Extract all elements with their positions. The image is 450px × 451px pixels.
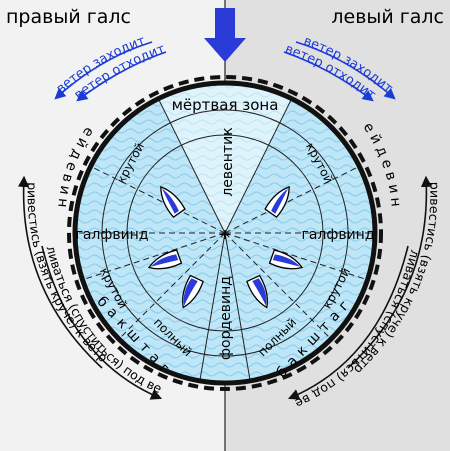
beam-reach-label-right: галфвинд: [301, 227, 374, 243]
running-boundary-right: [224, 232, 251, 381]
back-arrow-left: [76, 51, 167, 102]
center-mark: +: [219, 227, 231, 243]
boat-broad-reach-left: [147, 249, 183, 270]
boat-full-right: [246, 274, 268, 309]
sailing-disc: +: [67, 75, 383, 391]
boat-broad-reach-right: [268, 249, 304, 270]
dead-zone-label: мёртвая зона: [172, 96, 279, 114]
port-tack-label: левый галс: [331, 6, 444, 28]
zone-bands: [75, 97, 375, 381]
full-line-right: [224, 232, 333, 341]
back-arrow-right: [283, 51, 374, 102]
veer-arrow-right: [295, 41, 396, 100]
disc-rim-ticks: [67, 75, 383, 391]
full-line-left: [117, 232, 226, 341]
steep-line-left: [89, 165, 226, 234]
bear-arrow-right: [287, 245, 409, 400]
steep-line-right: [224, 165, 361, 234]
beam-reach-label-left: галфвинд: [75, 227, 148, 243]
boats: [147, 185, 304, 309]
dead-zone-waves: [158, 82, 292, 233]
wind-direction-arrow-icon: [204, 8, 246, 62]
broad-line-left: [81, 232, 226, 281]
dead-zone-boundary-left: [157, 97, 226, 234]
running-boundary-left: [199, 232, 226, 381]
dead-zone-boundary-right: [224, 97, 293, 234]
starboard-tack-label: правый галс: [6, 6, 131, 28]
luff-arrow-right: [347, 175, 433, 369]
disc-rim: [72, 80, 378, 386]
luff-arrow-left: [17, 175, 103, 369]
inner-band-line: [126, 134, 324, 332]
levantik-label: левентик: [220, 127, 236, 196]
boat-close-hauled-right: [264, 185, 290, 218]
running-label: фордевинд: [218, 276, 234, 360]
boat-full-left: [182, 274, 204, 309]
broad-line-right: [224, 232, 369, 281]
bear-arrow-left: [41, 245, 163, 400]
veer-arrow-left: [54, 41, 153, 100]
boat-close-hauled-left: [160, 185, 186, 218]
